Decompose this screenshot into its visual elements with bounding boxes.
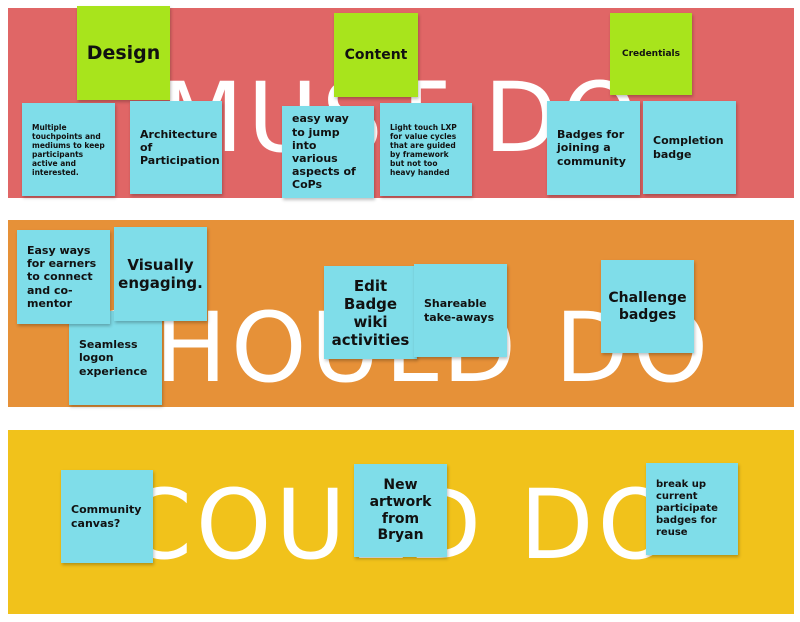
sticky-note-badges-community[interactable]: Badges for joining a community	[547, 101, 640, 195]
sticky-note-visually-engaging[interactable]: Visually engaging.	[114, 227, 207, 321]
sticky-note-shareable[interactable]: Shareable take-aways	[414, 264, 507, 357]
sticky-note-easy-way[interactable]: easy way to jump into various aspects of…	[282, 106, 374, 198]
sticky-note-seamless-logon[interactable]: Seamless logon experience	[69, 311, 162, 405]
sticky-note-easy-ways-earners[interactable]: Easy ways for earners to connect and co-…	[17, 230, 110, 324]
sticky-note-architecture[interactable]: Architecture of Participation	[130, 101, 222, 194]
sticky-note-community-canvas[interactable]: Community canvas?	[61, 470, 153, 563]
sticky-note-content[interactable]: Content	[334, 13, 418, 97]
sticky-note-edit-badge[interactable]: Edit Badge wiki activities	[324, 266, 417, 359]
sticky-note-touchpoints[interactable]: Multiple touchpoints and mediums to keep…	[22, 103, 115, 196]
sticky-note-credentials[interactable]: Credentials	[610, 13, 692, 95]
sticky-note-challenge-badges[interactable]: Challenge badges	[601, 260, 694, 353]
sticky-note-completion[interactable]: Completion badge	[643, 101, 736, 194]
sticky-note-new-artwork[interactable]: New artwork from Bryan	[354, 464, 447, 557]
sticky-note-lxp[interactable]: Light touch LXP for value cycles that ar…	[380, 103, 472, 196]
sticky-note-break-up[interactable]: break up current participate badges for …	[646, 463, 738, 555]
sticky-note-design[interactable]: Design	[77, 6, 170, 100]
